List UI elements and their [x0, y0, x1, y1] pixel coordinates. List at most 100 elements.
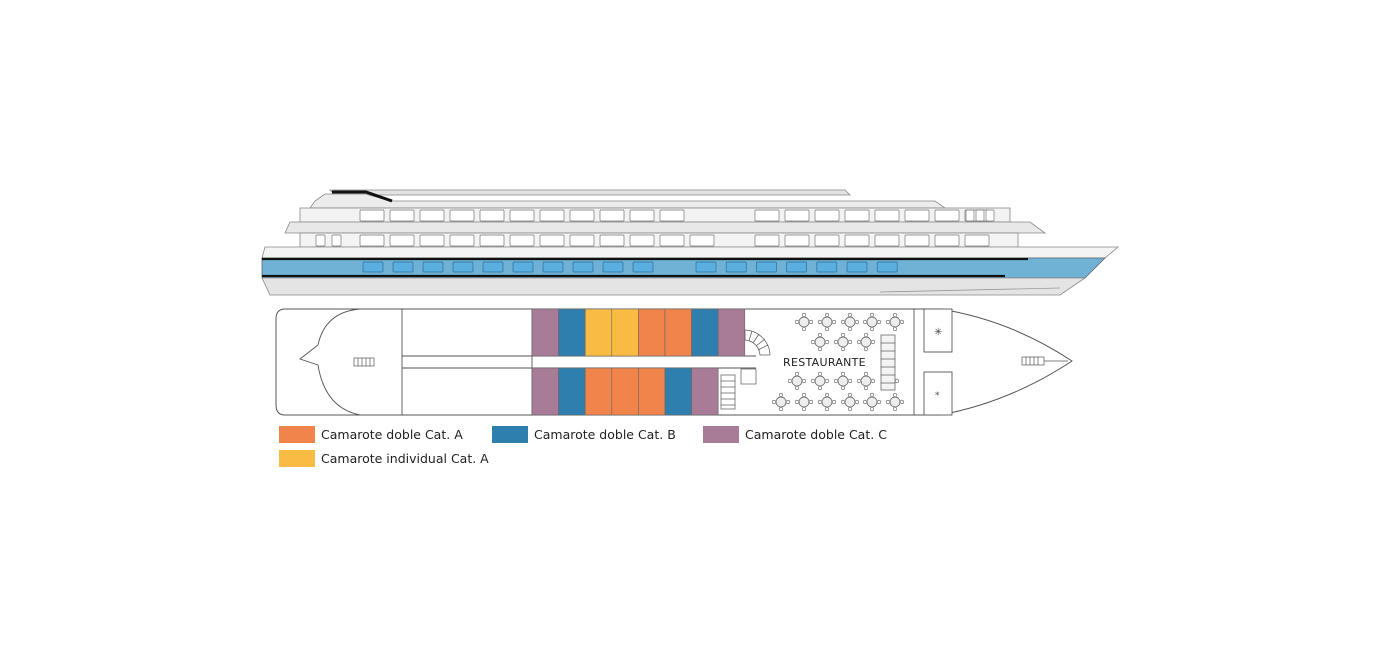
asterisk-icon: ✳ [934, 327, 942, 338]
legend-swatch [279, 450, 315, 467]
window [814, 209, 840, 222]
legend-item-cat-a-single: Camarote individual Cat. A [279, 450, 489, 467]
round-table-icon [775, 396, 787, 408]
legend-label: Camarote individual Cat. A [321, 451, 489, 466]
window [512, 261, 534, 273]
chair-icon [794, 399, 800, 405]
round-table-icon [837, 375, 849, 387]
window [449, 209, 475, 222]
chair-icon [771, 399, 777, 405]
chair-icon [870, 339, 876, 345]
cabin-cat-c-double [717, 308, 746, 357]
window [659, 234, 685, 247]
chair-icon [863, 371, 869, 377]
round-table-icon [889, 396, 901, 408]
chair-icon [824, 406, 830, 412]
window [362, 261, 384, 273]
cabin-cat-a-double [584, 367, 613, 416]
restaurant-label: RESTAURANTE [783, 356, 866, 369]
cabin-cat-a-double [638, 308, 666, 357]
window [904, 209, 930, 222]
chair-icon [892, 312, 898, 318]
chair-icon [824, 326, 830, 332]
window [786, 261, 807, 273]
window [629, 234, 655, 247]
chair-icon [840, 346, 846, 352]
window [539, 209, 565, 222]
window [422, 261, 444, 273]
chair-icon [863, 332, 869, 338]
asterisk-icon: * [935, 391, 940, 401]
window [844, 209, 870, 222]
round-table-icon [866, 396, 878, 408]
cabin-cat-c-double [691, 367, 719, 416]
chair-icon [847, 406, 853, 412]
window [389, 234, 415, 247]
round-table-icon [798, 316, 810, 328]
cabin-cat-a-double [611, 367, 639, 416]
chair-icon [801, 312, 807, 318]
window [725, 261, 747, 273]
chair-icon [801, 392, 807, 398]
round-table-icon [889, 316, 901, 328]
chair-icon [831, 319, 837, 325]
chair-icon [840, 371, 846, 377]
chair-icon [869, 406, 875, 412]
chair-icon [862, 319, 868, 325]
legend-label: Camarote doble Cat. A [321, 427, 463, 442]
window [784, 234, 810, 247]
bar-table-icon [720, 368, 757, 410]
window [419, 234, 445, 247]
window [975, 209, 985, 222]
chair-icon [810, 378, 816, 384]
chair-icon [840, 332, 846, 338]
cabin-cat-b-double [558, 308, 586, 357]
chair-icon [892, 406, 898, 412]
window [964, 234, 990, 247]
chair-icon [840, 385, 846, 391]
cabin-cat-b-double [691, 308, 719, 357]
sun-deck-roof [329, 189, 851, 196]
window [934, 209, 960, 222]
window [315, 234, 326, 247]
window [509, 209, 535, 222]
chair-icon [847, 378, 853, 384]
cabin-cat-a-double [664, 308, 692, 357]
chair-icon [824, 378, 830, 384]
cabin-cat-c-double [531, 367, 559, 416]
legend-label: Camarote doble Cat. B [534, 427, 676, 442]
chair-icon [840, 319, 846, 325]
chair-icon [808, 319, 814, 325]
chair-icon [870, 378, 876, 384]
chair-icon [801, 378, 807, 384]
chair-icon [840, 399, 846, 405]
round-table-icon [837, 336, 849, 348]
chair-icon [833, 339, 839, 345]
window [985, 209, 995, 222]
chair-icon [785, 399, 791, 405]
chair-icon [824, 312, 830, 318]
hull-line-3 [879, 287, 1061, 293]
window [599, 234, 625, 247]
stern-ladder [353, 357, 375, 367]
service-room-bottom [923, 371, 953, 416]
cabin-cat-c-double [531, 308, 559, 357]
spiral-staircase-icon [744, 329, 771, 356]
chair-icon [801, 406, 807, 412]
window [695, 261, 717, 273]
middle-deck-roof [284, 221, 1047, 234]
chair-icon [824, 392, 830, 398]
legend-label: Camarote doble Cat. C [745, 427, 887, 442]
chair-icon [833, 378, 839, 384]
chair-icon [801, 326, 807, 332]
window [569, 234, 595, 247]
window [756, 261, 777, 273]
cabin-cat-a-single [584, 308, 613, 357]
window [479, 234, 505, 247]
window [629, 209, 655, 222]
deck-outline [275, 308, 1073, 416]
legend-swatch [492, 426, 528, 443]
cabin-cat-a-single [611, 308, 639, 357]
chair-icon [899, 399, 905, 405]
